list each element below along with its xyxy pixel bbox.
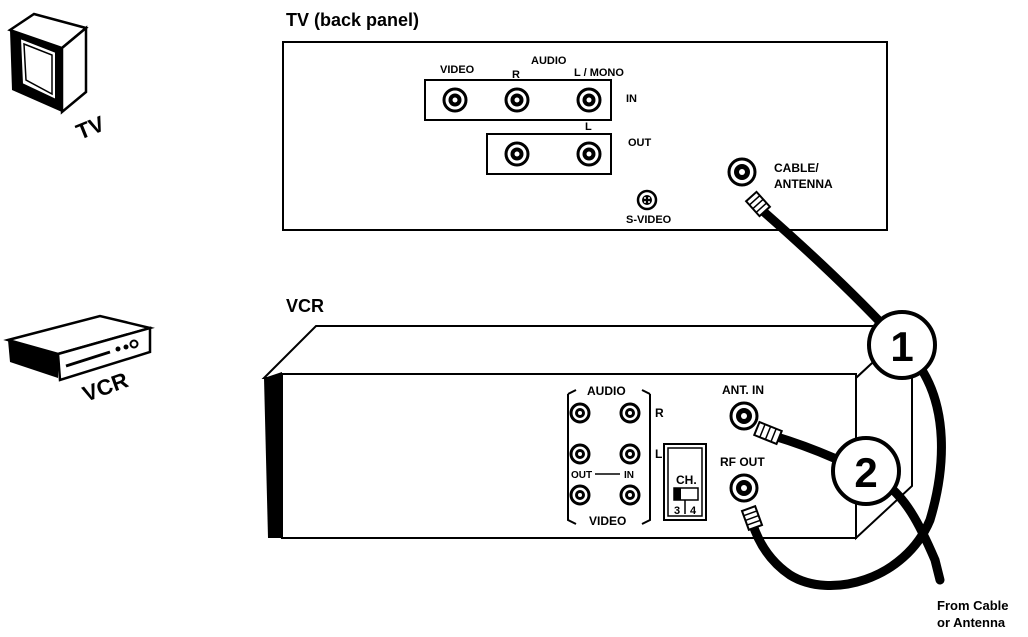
vcr-ch-3-label: 3 <box>674 505 680 517</box>
vcr-channel-switch[interactable] <box>663 443 707 521</box>
vcr-audio-r-in-jack[interactable] <box>619 402 641 424</box>
tv-in-label: IN <box>626 93 637 105</box>
vcr-out-label: OUT <box>571 470 592 481</box>
tv-out-label: OUT <box>628 137 652 149</box>
tv-audio-l-in-jack[interactable] <box>576 87 602 113</box>
vcr-ant-in-label: ANT. IN <box>722 383 764 397</box>
vcr-ch-label: CH. <box>676 473 697 487</box>
vcr-video-label: VIDEO <box>589 514 626 528</box>
vcr-ant-in-jack[interactable] <box>729 401 759 431</box>
vcr-back-panel <box>261 323 915 541</box>
tv-l-mono-label: L / MONO <box>574 67 624 79</box>
vcr-video-in-jack[interactable] <box>619 484 641 506</box>
from-cable-label-2: or Antenna <box>937 615 1006 630</box>
vcr-panel-title: VCR <box>286 296 324 316</box>
vcr-video-out-jack[interactable] <box>569 484 591 506</box>
tv-cable-label-2: ANTENNA <box>774 177 833 191</box>
from-cable-label-1: From Cable <box>937 598 1009 613</box>
cable-1 <box>740 190 946 591</box>
tv-video-label: VIDEO <box>440 64 475 76</box>
tv-audio-label: AUDIO <box>531 55 567 67</box>
tv-panel-title: TV (back panel) <box>286 10 419 30</box>
tv-svideo-jack[interactable] <box>636 189 658 211</box>
step-1-number: 1 <box>890 323 913 370</box>
vcr-icon-label: VCR <box>79 367 131 406</box>
vcr-in-label: IN <box>624 470 634 481</box>
tv-icon-label: TV <box>73 111 109 145</box>
vcr-rf-out-jack[interactable] <box>729 473 759 503</box>
tv-audio-r-out-jack[interactable] <box>504 141 530 167</box>
vcr-r-label: R <box>655 406 664 420</box>
vcr-av-jack-group <box>567 389 651 525</box>
step-2-badge: 2 <box>831 436 901 506</box>
step-2-number: 2 <box>854 449 877 496</box>
vcr-ch-4-label: 4 <box>690 505 697 517</box>
vcr-audio-r-out-jack[interactable] <box>569 402 591 424</box>
tv-icon: TV <box>7 12 109 145</box>
vcr-rf-out-label: RF OUT <box>720 455 765 469</box>
tv-cable-antenna-jack[interactable] <box>727 157 757 187</box>
step-1-badge: 1 <box>867 310 937 380</box>
vcr-icon: VCR <box>3 314 155 407</box>
vcr-audio-l-in-jack[interactable] <box>619 443 641 465</box>
vcr-audio-label: AUDIO <box>587 384 626 398</box>
vcr-audio-l-out-jack[interactable] <box>569 443 591 465</box>
tv-cable-label-1: CABLE/ <box>774 161 819 175</box>
tv-audio-l-out-jack[interactable] <box>576 141 602 167</box>
vcr-l-label: L <box>655 447 662 461</box>
tv-r-label: R <box>512 69 520 81</box>
tv-video-in-jack[interactable] <box>442 87 468 113</box>
tv-audio-r-in-jack[interactable] <box>504 87 530 113</box>
tv-svideo-label: S-VIDEO <box>626 214 672 226</box>
tv-out-l-label: L <box>585 121 592 133</box>
